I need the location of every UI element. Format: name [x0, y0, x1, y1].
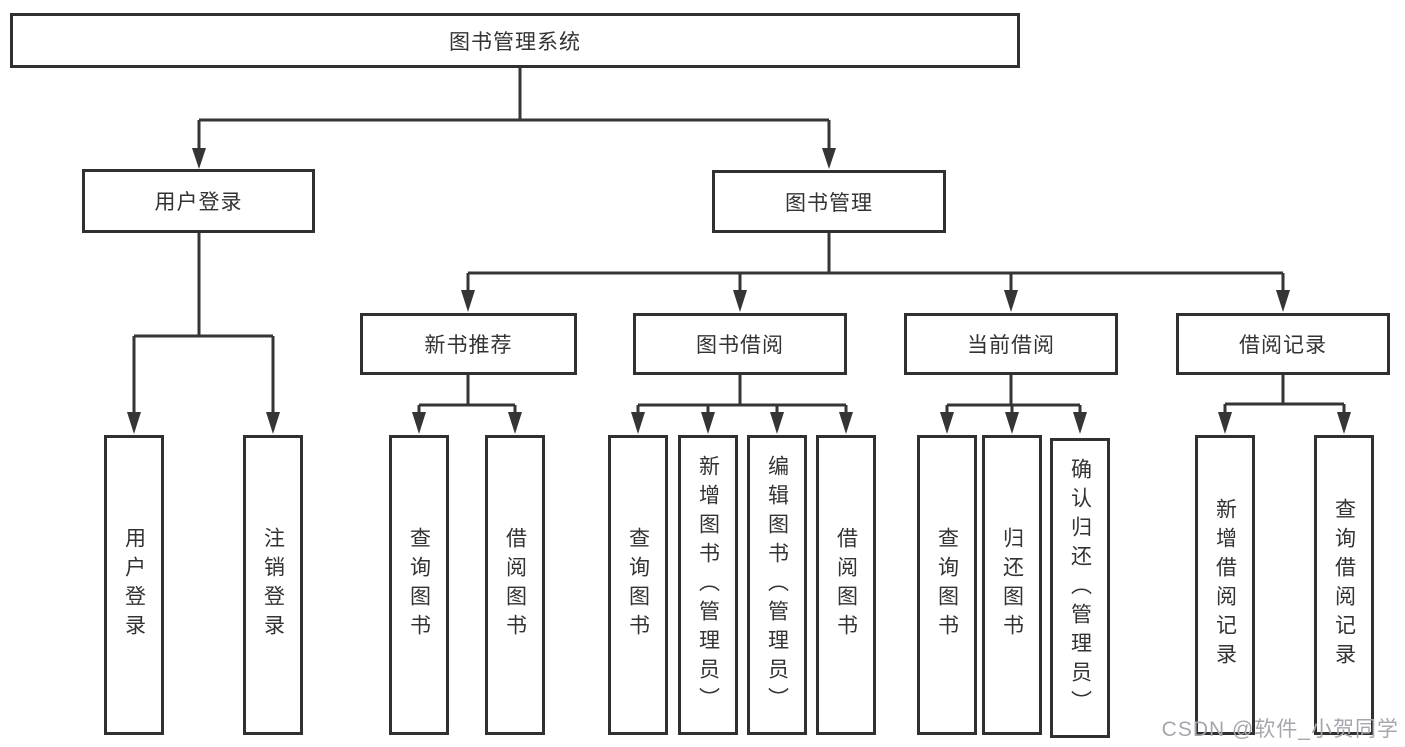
node-borrow-records-label: 借阅记录 — [1239, 334, 1327, 357]
node-leaf-return-book-label: 归还图书 — [1000, 527, 1024, 643]
arrowheads-level2 — [192, 148, 836, 169]
node-leaf-user-login-label: 用户登录 — [122, 527, 146, 643]
node-current-borrow: 当前借阅 — [904, 313, 1118, 375]
node-leaf-return-book: 归还图书 — [982, 435, 1042, 735]
node-leaf-edit-book-label: 编辑图书（管理员） — [765, 454, 789, 716]
node-leaf-add-book: 新增图书（管理员） — [678, 435, 738, 735]
node-new-book-recommend-label: 新书推荐 — [424, 334, 513, 357]
node-leaf-confirm-return: 确认归还（管理员） — [1050, 438, 1110, 738]
connector-group-new-books — [417, 375, 517, 414]
node-user-login: 用户登录 — [82, 169, 315, 233]
connector-group-current-borrow — [945, 375, 1082, 414]
node-borrow-records: 借阅记录 — [1176, 313, 1390, 375]
node-leaf-query-books-3-label: 查询图书 — [935, 527, 959, 643]
node-book-borrow: 图书借阅 — [633, 313, 847, 375]
node-leaf-edit-book: 编辑图书（管理员） — [747, 435, 807, 735]
arrowheads-group-borrow-records — [1218, 412, 1351, 434]
node-user-login-label: 用户登录 — [154, 191, 243, 214]
node-leaf-confirm-return-label: 确认归还（管理员） — [1068, 457, 1092, 719]
arrowheads-user-login-children — [127, 412, 280, 434]
node-root: 图书管理系统 — [10, 13, 1020, 68]
connector-group-borrow-records — [1223, 375, 1346, 414]
node-leaf-user-login: 用户登录 — [104, 435, 164, 735]
node-new-book-recommend: 新书推荐 — [360, 313, 577, 375]
node-current-borrow-label: 当前借阅 — [967, 334, 1055, 357]
node-book-management: 图书管理 — [712, 170, 946, 233]
node-leaf-logout: 注销登录 — [243, 435, 303, 735]
connector-user-login-children — [132, 233, 275, 414]
node-root-label: 图书管理系统 — [449, 30, 581, 54]
node-leaf-borrow-books-2: 借阅图书 — [816, 435, 876, 735]
csdn-watermark: CSDN @软件_小贺同学 — [1161, 718, 1399, 741]
node-leaf-add-book-label: 新增图书（管理员） — [696, 454, 720, 716]
node-leaf-borrow-books-1-label: 借阅图书 — [503, 527, 527, 643]
node-leaf-query-borrow-record-label: 查询借阅记录 — [1332, 498, 1356, 672]
node-leaf-borrow-books-2-label: 借阅图书 — [834, 527, 858, 643]
connector-book-management-level3 — [466, 233, 1285, 292]
arrowheads-level3 — [461, 290, 1290, 312]
node-leaf-logout-label: 注销登录 — [261, 527, 285, 643]
node-leaf-query-books-3: 查询图书 — [917, 435, 977, 735]
arrowheads-group-new-books — [412, 412, 522, 434]
connector-group-book-borrow — [636, 375, 848, 414]
node-leaf-query-books-1: 查询图书 — [389, 435, 449, 735]
arrowheads-group-book-borrow — [631, 412, 853, 434]
arrowheads-group-current-borrow — [940, 412, 1087, 434]
connector-root-to-level2 — [197, 68, 831, 150]
node-leaf-borrow-books-1: 借阅图书 — [485, 435, 545, 735]
node-leaf-query-books-2: 查询图书 — [608, 435, 668, 735]
node-leaf-add-borrow-record: 新增借阅记录 — [1195, 435, 1255, 735]
node-leaf-add-borrow-record-label: 新增借阅记录 — [1213, 498, 1237, 672]
node-leaf-query-books-2-label: 查询图书 — [626, 527, 650, 643]
node-book-borrow-label: 图书借阅 — [696, 334, 784, 357]
node-leaf-query-borrow-record: 查询借阅记录 — [1314, 435, 1374, 735]
node-leaf-query-books-1-label: 查询图书 — [407, 527, 431, 643]
node-book-management-label: 图书管理 — [785, 191, 873, 215]
